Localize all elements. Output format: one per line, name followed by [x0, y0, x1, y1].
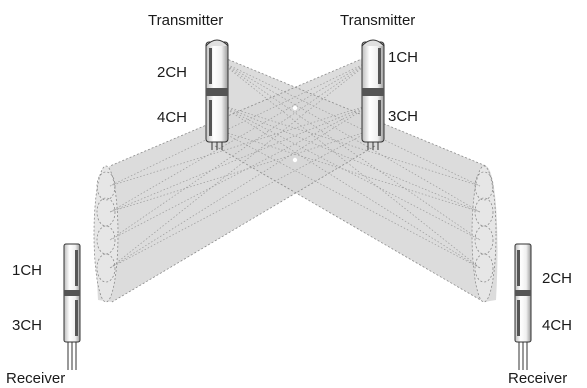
receiver-right-label: Receiver [508, 370, 567, 387]
receiver-right [514, 243, 532, 370]
crossing-points [292, 105, 298, 163]
transmitter-right-label: Transmitter [340, 12, 415, 29]
tx-right-upper-channel: 1CH [388, 49, 418, 66]
receiver-left [63, 243, 81, 370]
tx-right-lower-channel: 3CH [388, 108, 418, 125]
transmitter-right [361, 39, 385, 150]
transmitter-left [205, 39, 229, 150]
rx-right-lower-channel: 4CH [542, 317, 572, 334]
beam-right-to-left [96, 52, 378, 302]
beam-end-left [93, 165, 119, 303]
beam-rays [109, 59, 481, 269]
rx-left-lower-channel: 3CH [12, 317, 42, 334]
rx-right-upper-channel: 2CH [542, 270, 572, 287]
receiver-left-label: Receiver [6, 370, 65, 387]
tx-left-upper-channel: 2CH [157, 64, 187, 81]
beam-end-right [471, 165, 497, 303]
beam-outlines [109, 51, 487, 303]
transmitter-left-label: Transmitter [148, 12, 223, 29]
tx-left-lower-channel: 4CH [157, 109, 187, 126]
rx-left-upper-channel: 1CH [12, 262, 42, 279]
